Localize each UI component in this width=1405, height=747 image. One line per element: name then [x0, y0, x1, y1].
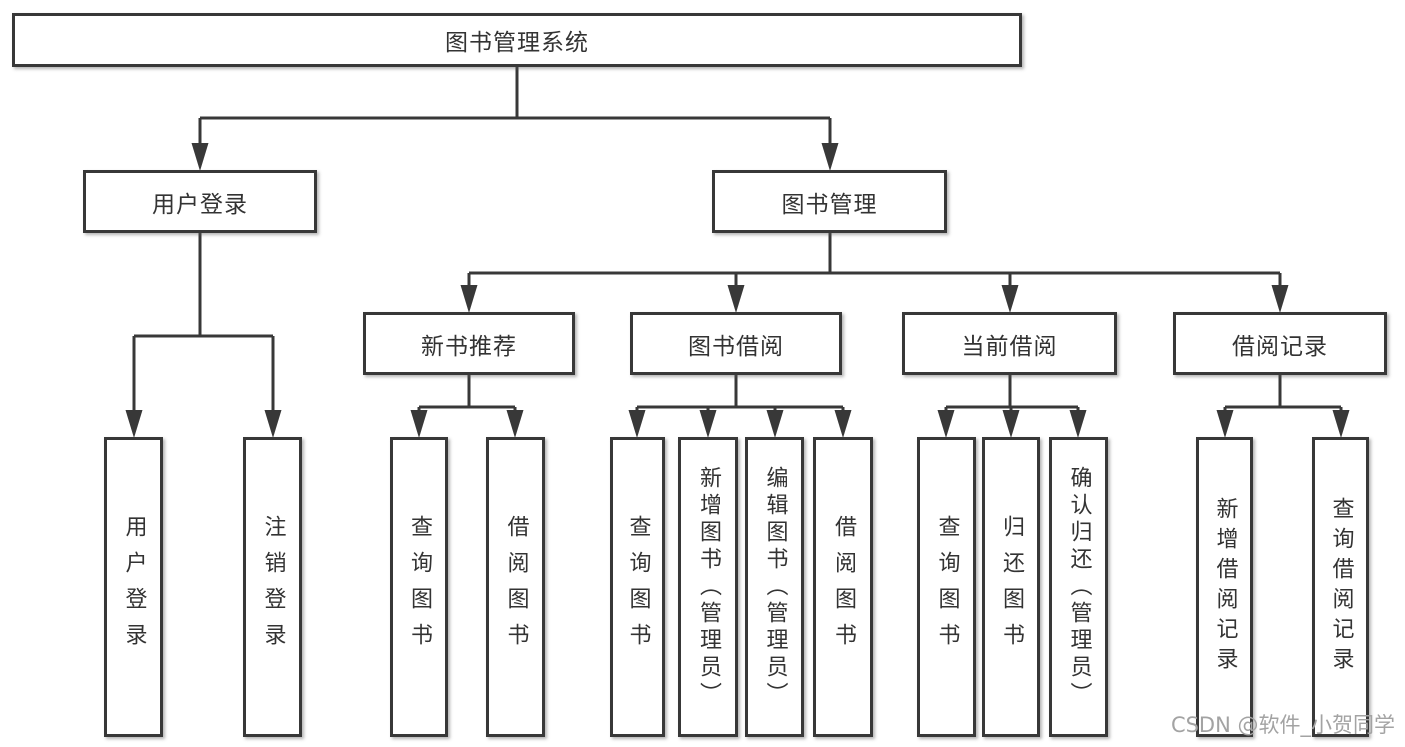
leaf-edit-book-admin-label: 编辑图书（管理员） — [762, 465, 788, 709]
arrow-down-icon — [506, 410, 524, 438]
leaf-query-books-recommend-label: 查询图书 — [407, 515, 432, 659]
leaf-borrow-books-recommend: 借阅图书 — [486, 437, 545, 737]
leaf-borrow-books-recommend-label: 借阅图书 — [503, 515, 529, 659]
node-new-book-recommend-label: 新书推荐 — [421, 333, 517, 360]
leaf-borrow-book-label: 借阅图书 — [831, 515, 856, 659]
node-root-label: 图书管理系统 — [445, 30, 589, 56]
leaf-user-login-label: 用户登录 — [121, 515, 147, 659]
node-root: 图书管理系统 — [12, 13, 1022, 67]
arrow-down-icon — [264, 410, 282, 438]
arrow-down-icon — [937, 410, 955, 438]
node-current-borrow-label: 当前借阅 — [961, 333, 1058, 360]
leaf-logout: 注销登录 — [243, 437, 302, 737]
arrow-down-icon — [834, 410, 852, 438]
node-user-login-label: 用户登录 — [152, 191, 248, 218]
leaf-return-book: 归还图书 — [982, 437, 1040, 737]
arrowheads-group — [125, 143, 1350, 438]
arrow-down-icon — [699, 410, 717, 438]
arrow-down-icon — [1216, 410, 1234, 438]
csdn-watermark: CSDN @软件_小贺同学 — [1170, 713, 1395, 737]
arrow-down-icon — [1069, 410, 1087, 438]
arrow-down-icon — [1001, 285, 1019, 313]
arrow-down-icon — [821, 143, 839, 171]
arrow-down-icon — [125, 410, 143, 438]
leaf-logout-label: 注销登录 — [260, 515, 286, 659]
arrow-down-icon — [1002, 410, 1020, 438]
arrow-down-icon — [191, 143, 209, 171]
leaf-confirm-return-admin-label: 确认归还（管理员） — [1066, 465, 1092, 709]
arrow-down-icon — [727, 285, 745, 313]
node-user-login: 用户登录 — [83, 170, 317, 233]
leaf-edit-book-admin: 编辑图书（管理员） — [745, 437, 804, 737]
arrow-down-icon — [460, 285, 478, 313]
leaf-confirm-return-admin: 确认归还（管理员） — [1049, 437, 1108, 737]
leaf-add-book-admin: 新增图书（管理员） — [678, 437, 738, 737]
arrow-down-icon — [766, 410, 784, 438]
node-book-management: 图书管理 — [712, 170, 947, 233]
leaf-query-books-current: 查询图书 — [917, 437, 976, 737]
arrow-down-icon — [410, 410, 428, 438]
node-book-borrow-label: 图书借阅 — [688, 333, 784, 360]
leaf-return-book-label: 归还图书 — [999, 515, 1024, 659]
leaf-add-book-admin-label: 新增图书（管理员） — [696, 465, 721, 709]
node-new-book-recommend: 新书推荐 — [363, 312, 575, 375]
leaf-query-books-borrow-label: 查询图书 — [625, 515, 651, 659]
node-borrow-record-label: 借阅记录 — [1232, 333, 1328, 360]
leaf-user-login: 用户登录 — [104, 437, 163, 737]
node-current-borrow: 当前借阅 — [902, 312, 1117, 375]
leaf-query-books-borrow: 查询图书 — [610, 437, 665, 737]
arrow-down-icon — [628, 410, 646, 438]
arrow-down-icon — [1271, 285, 1289, 313]
connector-path — [132, 67, 1343, 433]
arrow-down-icon — [1332, 410, 1350, 438]
leaf-query-borrow-record-label: 查询借阅记录 — [1328, 497, 1354, 677]
node-borrow-record: 借阅记录 — [1173, 312, 1387, 375]
leaf-borrow-book: 借阅图书 — [813, 437, 873, 737]
leaf-add-borrow-record: 新增借阅记录 — [1196, 437, 1253, 737]
node-book-borrow: 图书借阅 — [630, 312, 842, 375]
leaf-query-books-recommend: 查询图书 — [390, 437, 448, 737]
leaf-query-borrow-record: 查询借阅记录 — [1312, 437, 1369, 737]
leaf-add-borrow-record-label: 新增借阅记录 — [1212, 497, 1238, 677]
leaf-query-books-current-label: 查询图书 — [934, 515, 960, 659]
node-book-management-label: 图书管理 — [781, 191, 878, 218]
